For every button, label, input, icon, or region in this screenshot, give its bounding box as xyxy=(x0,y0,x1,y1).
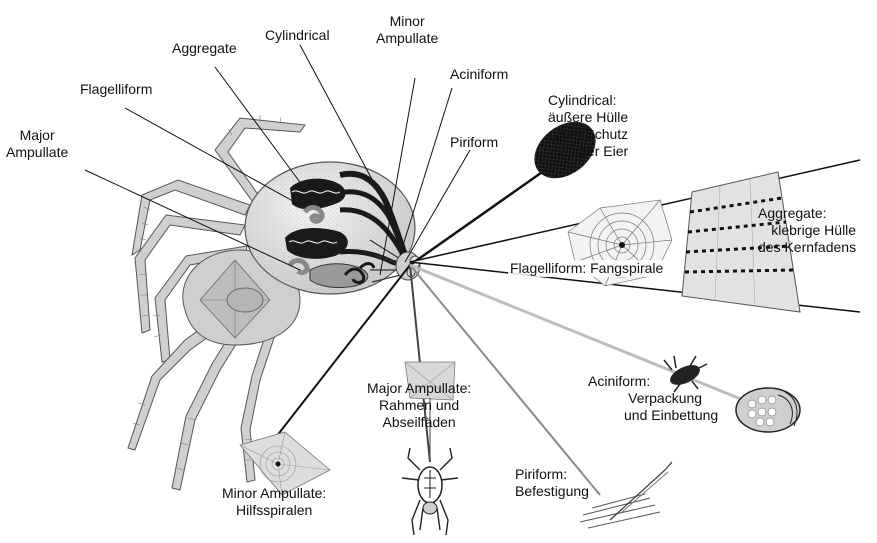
label-line: Rahmen und xyxy=(367,397,471,414)
label-line: Abseilfäden xyxy=(367,414,471,431)
label-line: äußere Hülle xyxy=(548,109,628,126)
label-line: Major Ampullate: xyxy=(367,380,471,397)
label-line: des Kernfadens xyxy=(758,239,856,256)
function-cylindrical: Cylindrical: äußere Hülle zum Schutz der… xyxy=(548,92,628,160)
function-major-ampullate: Major Ampullate: Rahmen und Abseilfäden xyxy=(367,380,471,431)
label-line: Hilfsspiralen xyxy=(222,502,326,519)
label-line: und Einbettung xyxy=(588,407,718,424)
label-line: Major xyxy=(6,127,68,144)
function-minor-ampullate: Minor Ampullate: Hilfsspiralen xyxy=(222,485,326,519)
label-line: Ampullate xyxy=(6,144,68,161)
label-line: Aciniform: xyxy=(588,373,718,390)
label-cylindrical: Cylindrical xyxy=(265,27,330,44)
function-flagelliform: Flagelliform: Fangspirale xyxy=(508,260,665,277)
label-flagelliform: Flagelliform xyxy=(80,81,152,98)
label-aciniform: Aciniform xyxy=(450,66,508,83)
label-text: Piriform xyxy=(450,134,498,150)
label-line: Cylindrical: xyxy=(548,92,628,109)
label-piriform: Piriform xyxy=(450,134,498,151)
function-aggregate: Aggregate: klebrige Hülle des Kernfadens xyxy=(758,205,856,256)
label-text: Aciniform xyxy=(450,66,508,82)
function-piriform: Piriform: Befestigung xyxy=(515,466,589,500)
label-line: Piriform: xyxy=(515,466,589,483)
label-line: Befestigung xyxy=(515,483,589,500)
label-line: Verpackung xyxy=(588,390,718,407)
aciniform-wrapped-prey xyxy=(736,388,800,432)
label-minor-ampullate: Minor Ampullate xyxy=(376,13,438,47)
label-aggregate: Aggregate xyxy=(172,40,237,57)
function-aciniform: Aciniform: Verpackung und Einbettung xyxy=(588,373,718,424)
label-text: Aggregate xyxy=(172,40,237,56)
label-text: Cylindrical xyxy=(265,27,330,43)
label-text: Flagelliform: Fangspirale xyxy=(510,260,663,276)
label-line: Minor Ampullate: xyxy=(222,485,326,502)
piriform-attachment xyxy=(580,462,672,528)
label-line: klebrige Hülle xyxy=(758,222,856,239)
label-major-ampullate: Major Ampullate xyxy=(6,127,68,161)
label-text: Flagelliform xyxy=(80,81,152,97)
label-line: Ampullate xyxy=(376,30,438,47)
label-line: zum Schutz xyxy=(548,126,628,143)
label-line: der Eier xyxy=(548,143,628,160)
label-line: Minor xyxy=(376,13,438,30)
label-line: Aggregate: xyxy=(758,205,856,222)
